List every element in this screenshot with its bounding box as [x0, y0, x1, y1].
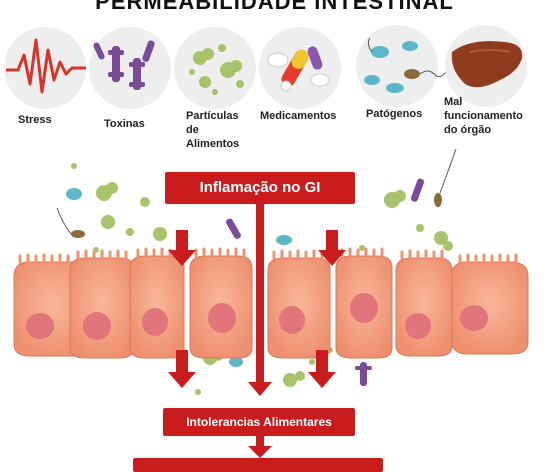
- factor-label-pathogens: Patógenos: [366, 108, 423, 120]
- flow-arrows: [168, 204, 346, 458]
- microvilli: [18, 247, 518, 264]
- bottom-box-cropped: [133, 458, 383, 472]
- pills-icon: [259, 27, 341, 109]
- toxins-icon: [89, 27, 171, 109]
- arrow-out-gap-left: [168, 350, 196, 388]
- arrow-into-gap-right: [318, 230, 346, 266]
- intolerances-box: Intolerancias Alimentares: [163, 408, 355, 436]
- intestinal-epithelium: [13, 247, 529, 359]
- factor-label-toxins: Toxinas: [104, 118, 145, 130]
- inflammation-box: Inflamação no GI: [165, 172, 355, 204]
- arrow-into-gap-left: [168, 230, 196, 266]
- arrow-main-down: [248, 204, 272, 396]
- stress-icon: [4, 27, 86, 109]
- left-cell-group: [13, 255, 253, 359]
- floating-pathogens: [56, 148, 457, 367]
- food-particles-icon: [174, 27, 256, 109]
- floating-toxins: [226, 178, 425, 386]
- right-cell-group: [267, 255, 529, 359]
- diagram-title: PERMEABILIDADE INTESTINAL: [95, 0, 454, 14]
- factor-label-organ-malfunction: Mal funcionamento do órgão: [444, 96, 523, 136]
- factor-label-medications: Medicamentos: [260, 110, 337, 122]
- factor-label-food-particles: Partículas de Alimentos: [186, 110, 240, 150]
- arrow-to-bottom: [248, 436, 272, 458]
- pathogens-icon: [356, 25, 447, 107]
- factor-label-stress: Stress: [18, 114, 52, 126]
- arrow-out-gap-right: [308, 350, 336, 388]
- liver-icon: [445, 25, 527, 107]
